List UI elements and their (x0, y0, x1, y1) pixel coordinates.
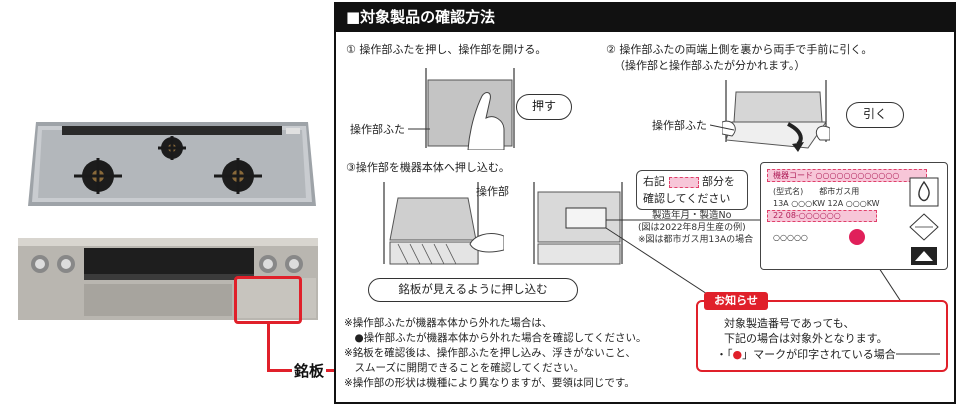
notice-box (696, 300, 948, 372)
step3-illustration-revealed (533, 182, 623, 265)
note-line-4: スムーズに開閉できることを確認してください。 (344, 362, 585, 374)
step1-illustration (425, 68, 515, 150)
callout-text-line2: 確認してください (643, 192, 731, 205)
step1-part-label: 操作部ふた (350, 123, 405, 136)
nameplate-highlight-box (234, 276, 302, 324)
step2-text-line1: ② 操作部ふたの両端上側を裏から両手で手前に引く。 (606, 43, 873, 56)
plate-code-highlight (767, 169, 927, 182)
panel-title: ■対象製品の確認方法 (334, 2, 956, 32)
red-dot-glyph: ● (732, 348, 743, 361)
nameplate-detail: 機器コード ○○○○○○○○○○○○ (型式名) 都市ガス用 13A ○○○KW… (760, 162, 948, 270)
cooktop-front-panel-image (18, 238, 318, 320)
notice-line-2: 下記の場合は対象外となります。 (724, 332, 888, 345)
plate-serial-highlight (767, 210, 877, 222)
cooktop-top-image (28, 122, 316, 206)
note-line-3: ※銘板を確認後は、操作部ふたを押し込み、浮きがないこと、 (344, 347, 636, 359)
note-line-2: ●操作部ふたが機器本体から外れた場合を確認してください。 (344, 332, 647, 344)
step1-part-leader (408, 128, 430, 130)
highlight-swatch (668, 176, 699, 188)
step2-text-line2: （操作部と操作部ふたが分かれます。） (614, 59, 806, 72)
nameplate-label: 銘板 (292, 362, 327, 380)
notice-tag: お知らせ (704, 292, 768, 310)
notice-line3-a: ・「 (716, 348, 733, 361)
callout-text-a: 右記 (643, 175, 665, 188)
step3-part-label: 操作部 (476, 185, 509, 198)
notice-line3-b: 」マークが印字されている場合 (742, 348, 896, 361)
step3-action-pill: 銘板が見えるように押し込む (368, 278, 578, 302)
step2-part-leader (710, 124, 734, 131)
step3-text: ③操作部を機器本体へ押し込む。 (346, 161, 510, 174)
callout-text-b: 部分を (702, 175, 735, 188)
check-callout: 右記 部分を 確認してください (636, 170, 748, 210)
red-mark (849, 229, 865, 245)
plate-code-row: 機器コード ○○○○○○○○○○○○ (773, 171, 900, 180)
serial-note2: ※図は都市ガス用13Aの場合 (638, 235, 754, 245)
step2-action-pill: 引く (846, 102, 904, 128)
note-line-5: ※操作部の形状は機種により異なりますが、要領は同じです。 (344, 377, 635, 389)
step2-illustration (722, 80, 830, 152)
step1-text: ① 操作部ふたを押し、操作部を開ける。 (346, 43, 547, 56)
step1-action-pill: 押す (516, 94, 572, 120)
step2-part-label: 操作部ふた (652, 119, 707, 132)
ps-tg-mark-icon (909, 213, 939, 241)
plate-model-row: (型式名) 都市ガス用 (773, 187, 860, 196)
step3-illustration-push (383, 182, 504, 265)
leader-line-vertical (267, 324, 270, 372)
manufacturer-logo-icon (911, 247, 937, 265)
plate-dots-row: ○○○○○ (773, 233, 808, 242)
serial-note1: (図は2022年8月生産の例) (638, 223, 746, 233)
note-line-1: ※操作部ふたが機器本体から外れた場合は、 (344, 317, 553, 329)
notice-line-3: ・「●」マークが印字されている場合 (716, 347, 896, 362)
notice-line-1: 対象製造番号であっても、 (724, 317, 855, 330)
notice-leader (896, 353, 940, 355)
serial-label: 製造年月・製造No (652, 210, 732, 221)
plate-gas-row: 13A ○○○KW 12A ○○○KW (773, 199, 880, 208)
flame-certification-icon (909, 177, 939, 207)
plate-serial-row: 22 08-○○○○○○ (773, 211, 841, 220)
